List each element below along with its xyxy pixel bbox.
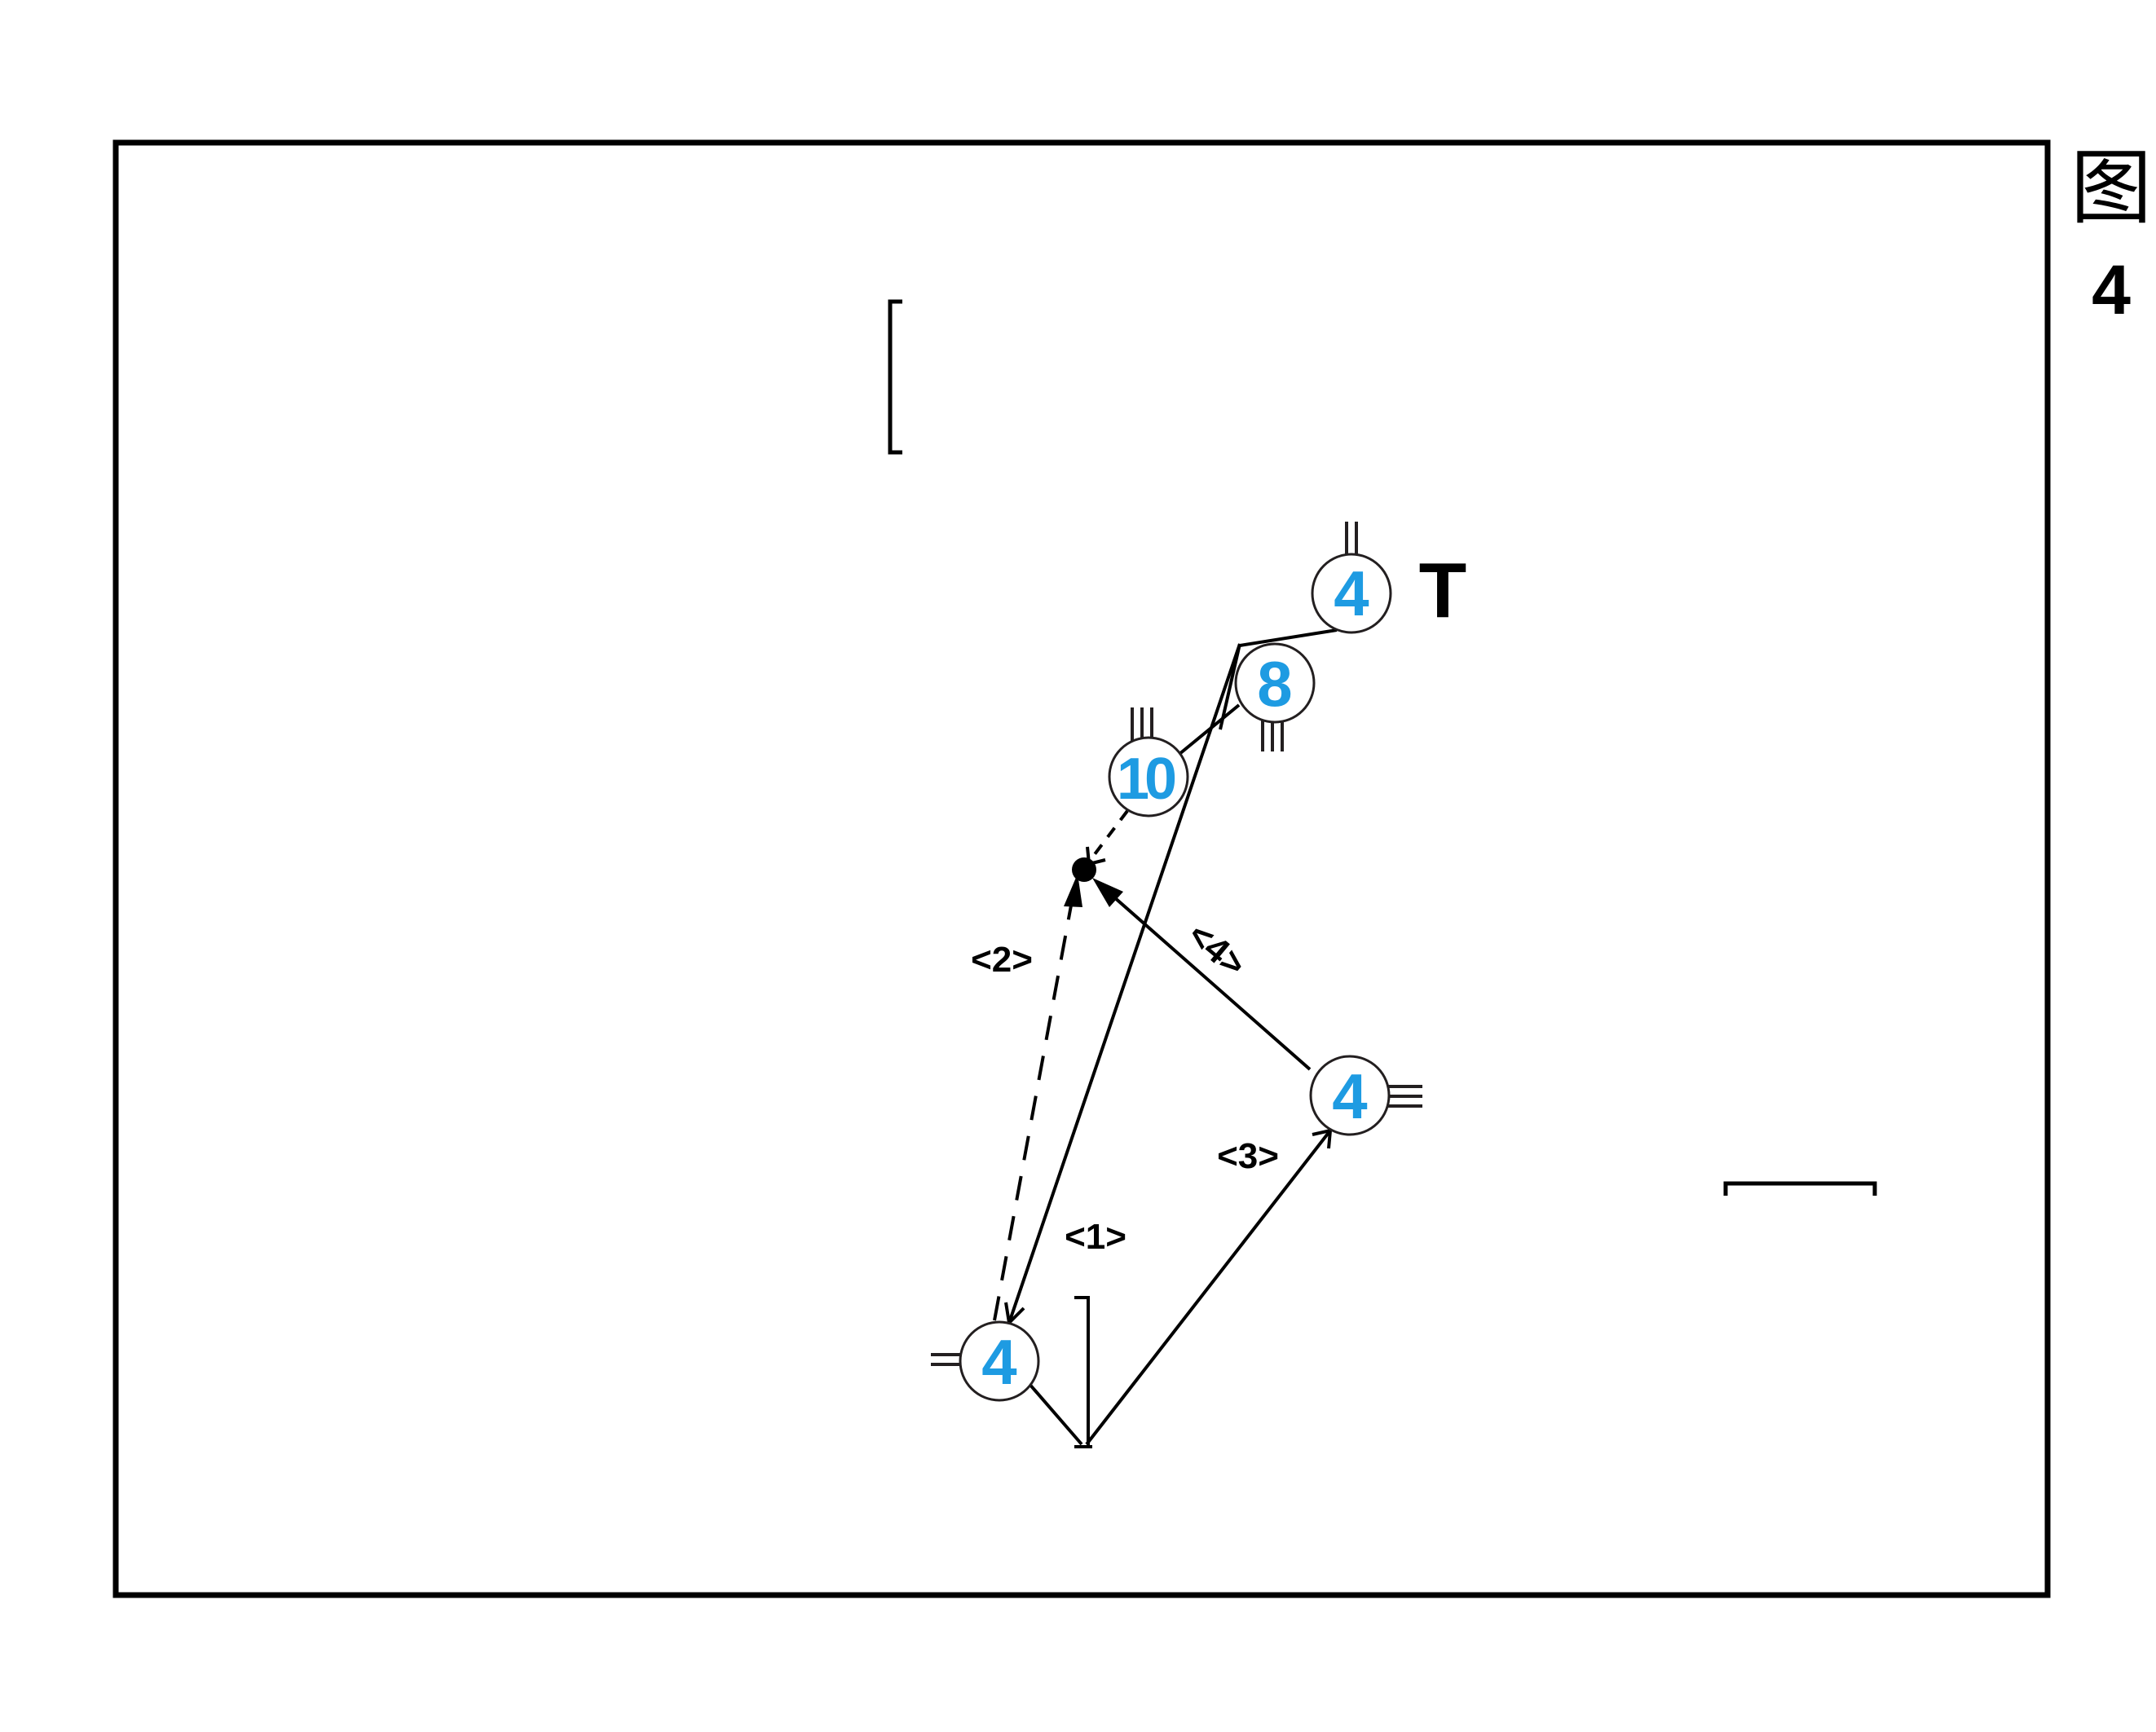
route-step-2 [993, 896, 1074, 1321]
player-left-number: 10 [1117, 747, 1175, 812]
goal-top [888, 299, 902, 455]
route-kink-to-mid [1219, 643, 1241, 730]
player-left: 10 [1108, 707, 1189, 818]
marker-t: T [1419, 547, 1467, 634]
player-right: 4 [1309, 1055, 1422, 1136]
player-mid-number: 8 [1257, 648, 1292, 720]
player-bottom-circle [959, 1320, 1040, 1402]
player-top-number: 4 [1334, 558, 1369, 629]
step-label-2: <2> [971, 940, 1033, 980]
route-bracket [1074, 1296, 1090, 1447]
route-bottom-to-corner [1027, 1382, 1083, 1446]
player-top-circle [1311, 553, 1392, 634]
player-mid-circle [1234, 642, 1316, 724]
player-right-circle [1309, 1055, 1391, 1136]
route-step-4-arrowhead [1092, 878, 1123, 907]
player-top: 4 [1311, 522, 1392, 634]
route-step-2-arrowhead [1064, 874, 1082, 907]
route-top-to-kink [1239, 628, 1338, 647]
route-mid-to-left [1178, 703, 1241, 756]
figure-title-char: 图 [2070, 140, 2152, 236]
figure-title-number: 4 [2092, 251, 2131, 329]
route-step-3 [1085, 1129, 1332, 1446]
ball [1072, 857, 1096, 882]
step-label-1: <1> [1065, 1217, 1126, 1257]
step-label-4: <4> [1180, 914, 1254, 985]
route-step-1 [1007, 643, 1241, 1324]
player-left-circle [1108, 736, 1189, 818]
goal-right [1723, 1181, 1877, 1196]
route-left-to-ball [1091, 809, 1129, 859]
player-bottom: 4 [931, 1320, 1040, 1402]
player-bottom-number: 4 [981, 1326, 1016, 1398]
field-boundary [112, 139, 2051, 1598]
player-right-number: 4 [1332, 1060, 1367, 1132]
step-label-3: <3> [1217, 1136, 1279, 1176]
player-mid: 8 [1234, 642, 1316, 751]
route-step-4 [1099, 884, 1312, 1071]
